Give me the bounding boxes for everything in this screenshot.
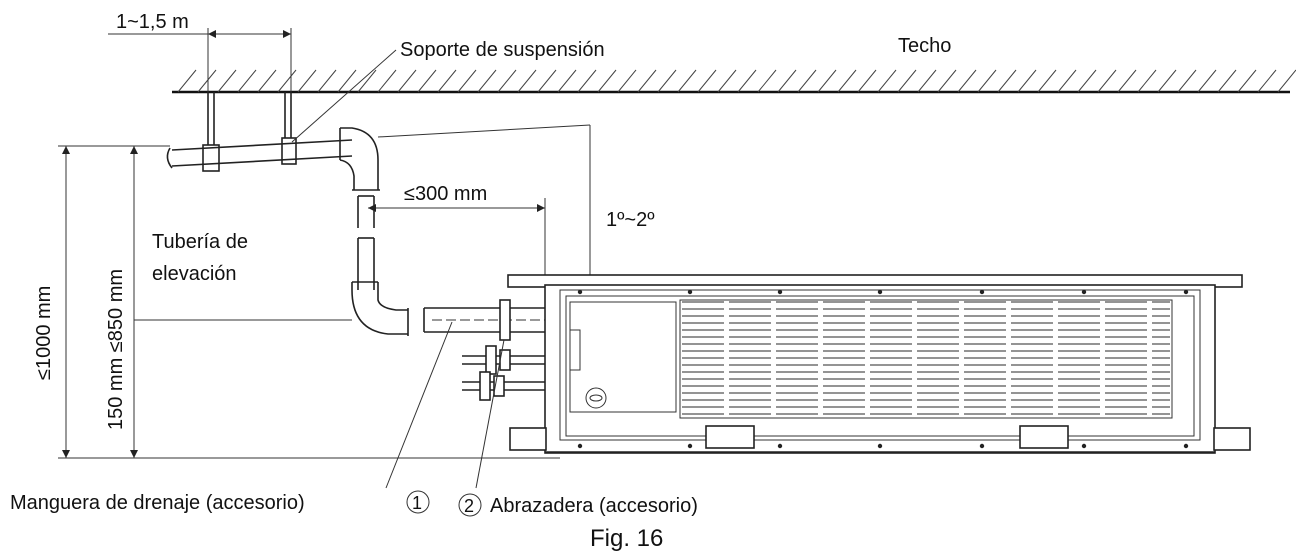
indoor-unit bbox=[507, 274, 1251, 454]
vertical-dimensions bbox=[58, 145, 560, 459]
riser-label-line1: Tubería de bbox=[152, 231, 248, 253]
heat-exchanger-fins bbox=[679, 299, 1173, 419]
ceiling-label: Techo bbox=[898, 35, 951, 57]
drain-hose-number-circle bbox=[406, 490, 430, 514]
unit-screws bbox=[577, 289, 1189, 449]
upper-drain-pipe bbox=[166, 127, 545, 336]
hanger-spacing-dimension bbox=[108, 28, 292, 150]
hanger-support-leader bbox=[291, 49, 397, 143]
ceiling-hatching bbox=[177, 69, 1296, 93]
drain-hose-number: 1 bbox=[412, 493, 422, 513]
total-height-label: ≤1000 mm bbox=[33, 286, 55, 380]
drain-hose-label: Manguera de drenaje (accesorio) bbox=[10, 492, 305, 514]
drain-hose-leader bbox=[385, 321, 453, 489]
clamp-leader bbox=[475, 339, 505, 489]
slope-line bbox=[377, 124, 591, 138]
hanger-support-label: Soporte de suspensión bbox=[400, 39, 605, 61]
clamp-number-circle bbox=[458, 493, 482, 517]
max-horizontal-label: ≤300 mm bbox=[404, 183, 487, 205]
clamp-label: Abrazadera (accesorio) bbox=[490, 495, 698, 517]
clamp bbox=[499, 299, 511, 341]
riser-height-label: 150 mm ≤850 mm bbox=[105, 269, 127, 430]
hanger-spacing-label: 1~1,5 m bbox=[116, 11, 189, 33]
ceiling bbox=[172, 69, 1296, 94]
slope-label: 1º~2º bbox=[606, 209, 655, 231]
riser-label-line2: elevación bbox=[152, 263, 237, 285]
pipe-fittings bbox=[462, 345, 545, 401]
clamp-number: 2 bbox=[464, 496, 474, 516]
figure-caption: Fig. 16 bbox=[590, 525, 663, 552]
